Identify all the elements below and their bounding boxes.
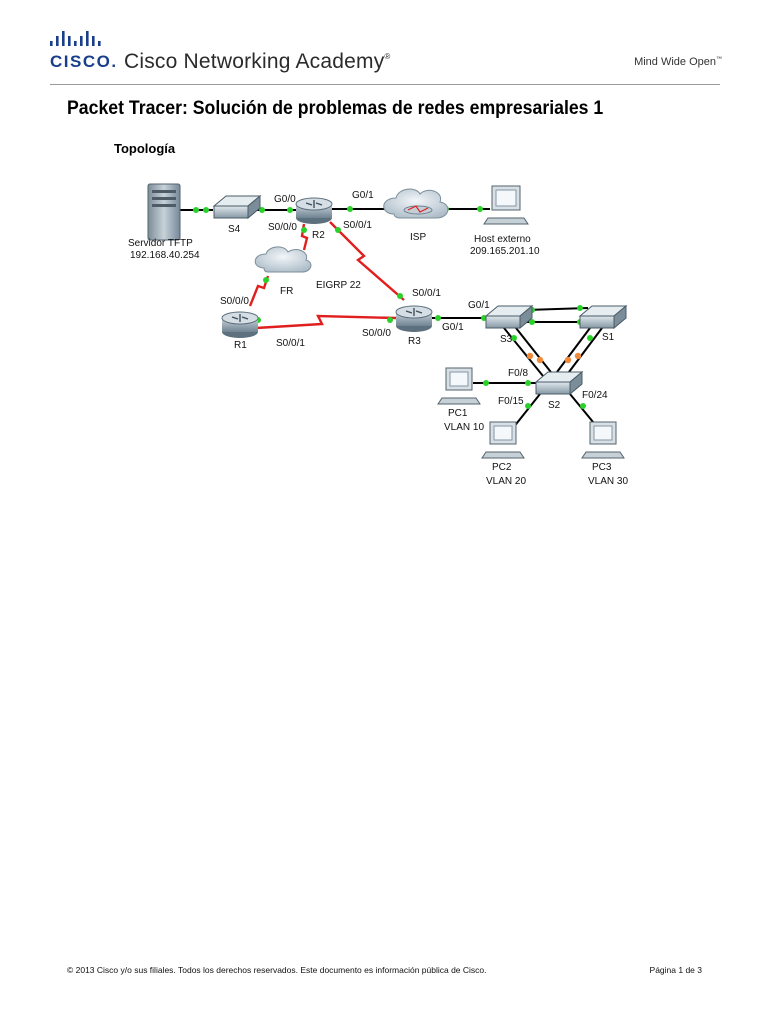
page-header: CISCO. Cisco Networking Academy® Mind Wi… — [0, 0, 768, 80]
label-r2-s000: S0/0/0 — [268, 222, 297, 233]
topology-diagram: Servidor TFTP 192.168.40.254 S4 G0/0 G0/… — [128, 183, 628, 487]
tftp-server-icon — [147, 183, 181, 241]
label-fr: FR — [280, 286, 293, 297]
label-host: Host externo — [474, 234, 531, 245]
switch-s1-icon — [578, 304, 628, 330]
link-r1-r3 — [255, 314, 397, 330]
label-s3: S3 — [500, 334, 513, 345]
label-r1-s001: S0/0/1 — [276, 338, 305, 349]
footer-page-number: Página 1 de 3 — [649, 965, 702, 975]
label-r2-s001: S0/0/1 — [343, 220, 372, 231]
switch-s2-icon — [534, 370, 584, 396]
cisco-wordmark: CISCO. — [50, 52, 118, 71]
label-r3-g01-a: G0/1 — [468, 300, 490, 311]
label-s4: S4 — [228, 224, 241, 235]
label-vlan20: VLAN 20 — [486, 476, 526, 487]
label-s2-f015: F0/15 — [498, 396, 524, 407]
label-s1: S1 — [602, 332, 615, 343]
link-indicators — [193, 206, 593, 409]
label-pc2: PC2 — [492, 462, 512, 473]
label-vlan10: VLAN 10 — [444, 422, 484, 433]
host-externo-pc-icon — [483, 185, 529, 225]
label-s2-f024: F0/24 — [582, 390, 608, 401]
link-s2-pc2 — [512, 393, 541, 429]
academy-name: Cisco Networking Academy® — [124, 50, 391, 73]
router-r2-icon — [295, 197, 333, 224]
section-heading-topology: Topología — [114, 141, 176, 156]
router-r1-icon — [221, 311, 259, 338]
page-title: Packet Tracer: Solución de problemas de … — [67, 98, 604, 119]
pc3-icon — [581, 421, 625, 459]
label-s2: S2 — [548, 400, 561, 411]
switch-s3-icon — [484, 304, 534, 330]
label-host-ip: 209.165.201.10 — [470, 246, 540, 257]
serial-links — [248, 221, 405, 330]
link-s1-s2-a — [553, 327, 591, 377]
switch-s4-icon — [212, 194, 262, 220]
label-r3-g01-b: G0/1 — [442, 322, 464, 333]
pc1-icon — [437, 367, 481, 405]
header-divider — [50, 84, 720, 85]
isp-cloud-icon — [383, 188, 449, 219]
link-s1-s2-b — [565, 327, 603, 377]
label-r3-s001: S0/0/1 — [412, 288, 441, 299]
footer-copyright: © 2013 Cisco y/o sus filiales. Todos los… — [67, 965, 487, 975]
label-eigrp: EIGRP 22 — [316, 280, 361, 291]
label-r1-s000: S0/0/0 — [220, 296, 249, 307]
link-s3-s2-b — [515, 327, 555, 377]
cisco-logo-icon — [50, 31, 101, 46]
pc2-icon — [481, 421, 525, 459]
blocked-port-indicators — [526, 352, 582, 364]
label-r3-s000: S0/0/0 — [362, 328, 391, 339]
label-s2-f08: F0/8 — [508, 368, 528, 379]
label-r2-g00: G0/0 — [274, 194, 296, 205]
label-r1: R1 — [234, 340, 247, 351]
label-vlan30: VLAN 30 — [588, 476, 628, 487]
label-r2-g01: G0/1 — [352, 190, 374, 201]
fr-cloud-icon — [254, 246, 312, 273]
router-r3-icon — [395, 305, 433, 332]
label-r3: R3 — [408, 336, 421, 347]
label-pc3: PC3 — [592, 462, 612, 473]
link-s3-s2-a — [503, 327, 544, 377]
label-server-ip: 192.168.40.254 — [130, 250, 200, 261]
link-r2-r3 — [329, 221, 405, 301]
label-pc1: PC1 — [448, 408, 468, 419]
tagline: Mind Wide Open™ — [634, 56, 722, 68]
label-server: Servidor TFTP — [128, 238, 193, 249]
label-r2: R2 — [312, 230, 325, 241]
label-isp: ISP — [410, 232, 426, 243]
